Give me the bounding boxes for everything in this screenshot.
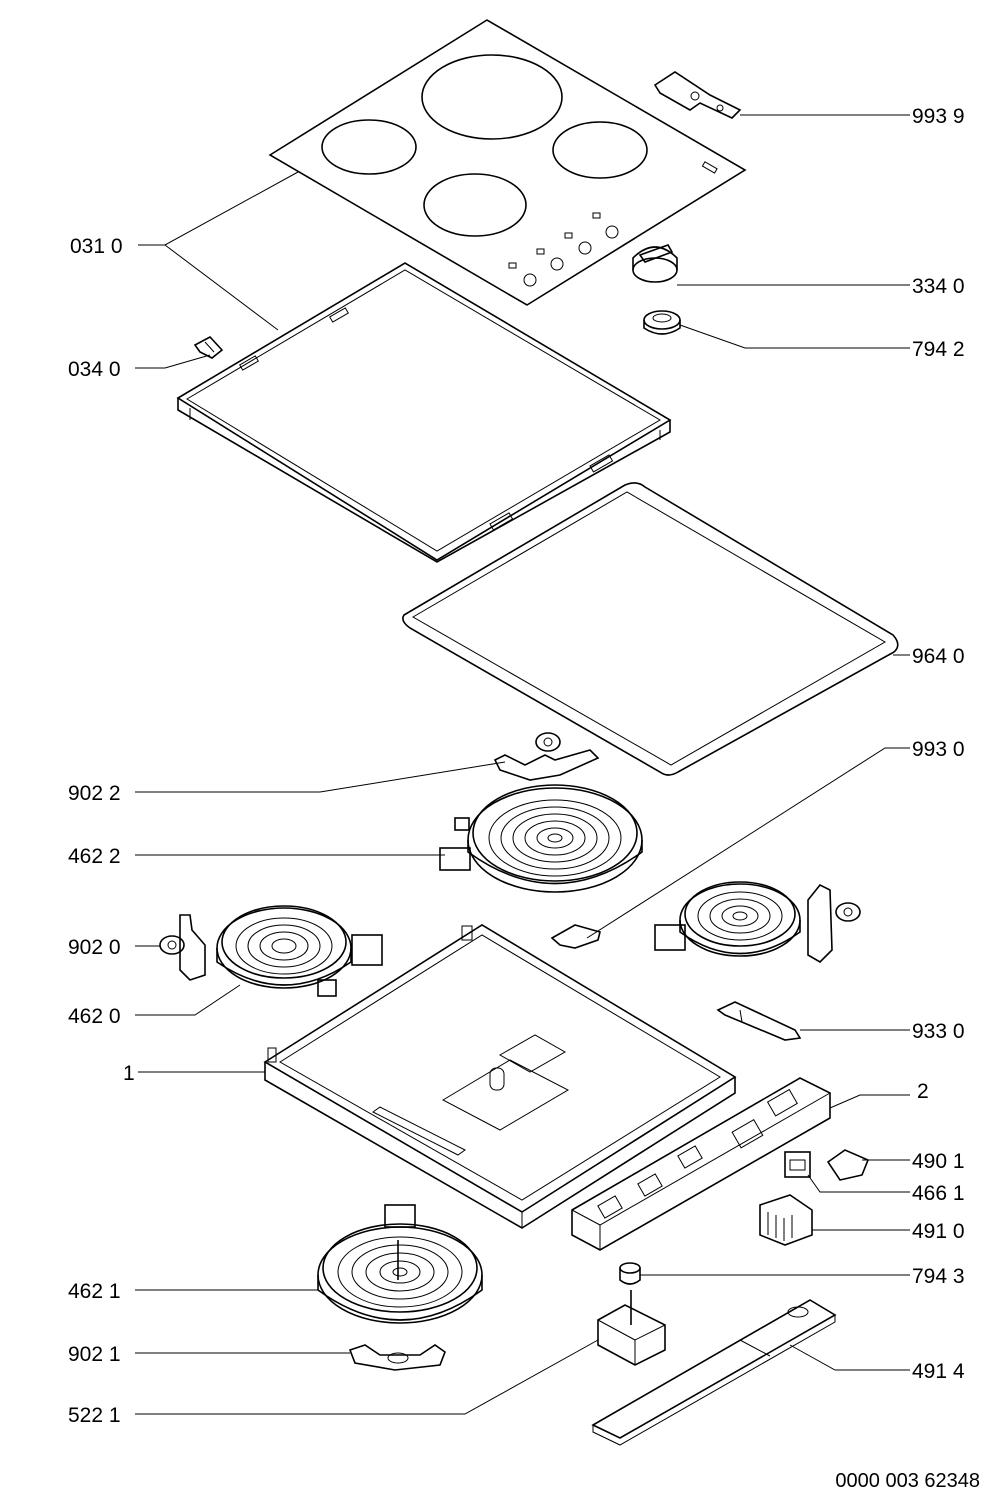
cover-strip-491-4 bbox=[591, 1299, 837, 1446]
heating-element-462-2 bbox=[439, 784, 643, 893]
bushing-794-2 bbox=[643, 310, 681, 335]
label-794-2: 794 2 bbox=[912, 338, 965, 361]
control-module-2 bbox=[571, 1077, 831, 1251]
label-490-1: 490 1 bbox=[912, 1150, 965, 1173]
terminal-block-491-0 bbox=[759, 1194, 813, 1246]
label-993-9: 993 9 bbox=[912, 105, 965, 128]
heating-element-right bbox=[654, 881, 861, 964]
label-1: 1 bbox=[123, 1062, 135, 1085]
part-490-1 bbox=[826, 1149, 870, 1181]
part-466-1 bbox=[784, 1151, 811, 1178]
label-462-1: 462 1 bbox=[68, 1280, 121, 1303]
bracket-993-9 bbox=[653, 71, 742, 119]
label-2: 2 bbox=[917, 1080, 929, 1103]
frame-031-0 bbox=[176, 262, 672, 563]
label-902-0: 902 0 bbox=[68, 936, 121, 959]
bracket-993-0 bbox=[550, 924, 601, 949]
label-462-2: 462 2 bbox=[68, 845, 121, 868]
bracket-902-2 bbox=[493, 732, 600, 781]
label-794-3: 794 3 bbox=[912, 1265, 965, 1288]
seal-964-0 bbox=[402, 482, 899, 776]
label-902-1: 902 1 bbox=[68, 1343, 121, 1366]
label-031-0: 031 0 bbox=[70, 235, 123, 258]
bracket-933-0 bbox=[716, 1001, 802, 1041]
heating-element-462-0 bbox=[216, 905, 383, 997]
heating-element-462-1 bbox=[317, 1204, 483, 1324]
bushing-794-3 bbox=[619, 1262, 641, 1285]
knob-334-0 bbox=[632, 244, 678, 283]
glass-top-plate bbox=[268, 19, 747, 306]
label-466-1: 466 1 bbox=[912, 1182, 965, 1205]
label-964-0: 964 0 bbox=[912, 645, 965, 668]
base-tray-1 bbox=[263, 924, 737, 1229]
label-462-0: 462 0 bbox=[68, 1005, 121, 1028]
document-number: 0000 003 62348 bbox=[835, 1470, 980, 1492]
clip-034-0 bbox=[193, 336, 224, 359]
leader-lines bbox=[135, 114, 910, 1415]
regulator-522-1 bbox=[597, 1290, 666, 1366]
bracket-902-0 bbox=[159, 914, 206, 981]
label-993-0: 993 0 bbox=[912, 738, 965, 761]
label-334-0: 334 0 bbox=[912, 275, 965, 298]
part-number-labels: 993 9 031 0 334 0 034 0 794 2 964 0 993 … bbox=[68, 105, 965, 1427]
bracket-902-1 bbox=[348, 1344, 446, 1371]
label-933-0: 933 0 bbox=[912, 1020, 965, 1043]
label-522-1: 522 1 bbox=[68, 1404, 121, 1427]
label-902-2: 902 2 bbox=[68, 782, 121, 805]
label-491-4: 491 4 bbox=[912, 1360, 965, 1383]
label-491-0: 491 0 bbox=[912, 1220, 965, 1243]
label-034-0: 034 0 bbox=[68, 358, 121, 381]
